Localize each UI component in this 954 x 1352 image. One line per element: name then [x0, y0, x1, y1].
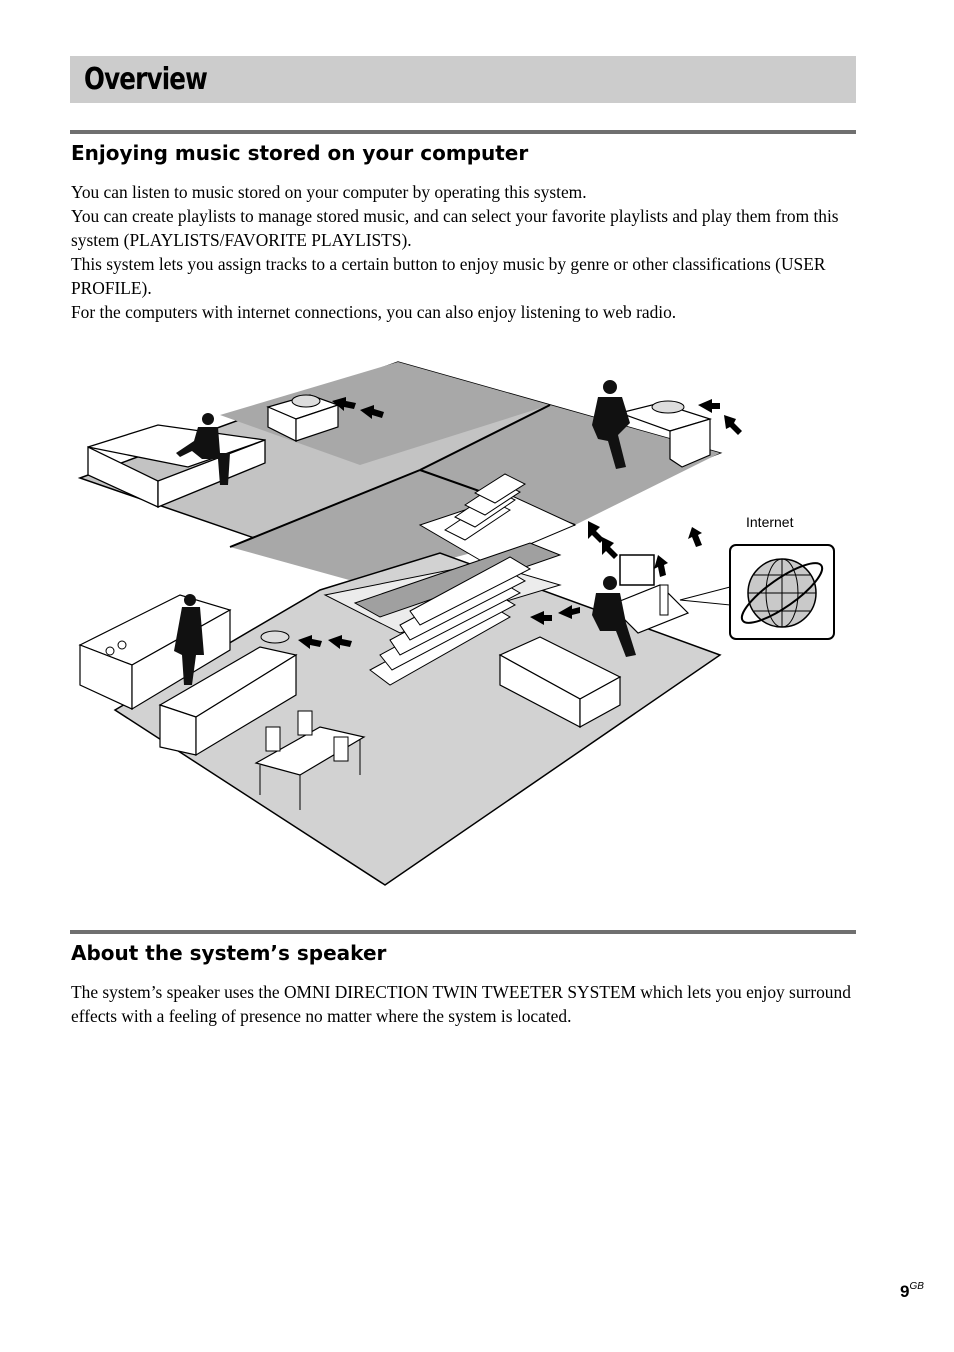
sound-arrows [298, 397, 742, 649]
paragraph: This system lets you assign tracks to a … [71, 254, 826, 298]
house-overview-illustration [77, 361, 835, 886]
section-rule [70, 130, 856, 134]
section-body-speaker: The system’s speaker uses the OMNI DIREC… [71, 980, 861, 1028]
page-number: 9GB [900, 1281, 924, 1302]
page-number-suffix: GB [909, 1281, 924, 1292]
counter-island [158, 630, 298, 757]
dining-table [254, 710, 366, 810]
upper-floor [77, 361, 723, 584]
computer-desk [608, 554, 690, 634]
staircase [369, 473, 532, 686]
page-title: Overview [84, 62, 208, 97]
paragraph: You can listen to music stored on your c… [71, 182, 587, 202]
paragraph: For the computers with internet connecti… [71, 302, 677, 322]
section-body-music: You can listen to music stored on your c… [71, 180, 861, 324]
sofa-lower [498, 636, 622, 729]
paragraph: The system’s speaker uses the OMNI DIREC… [71, 982, 851, 1026]
section-rule [70, 930, 856, 934]
section-heading-music: Enjoying music stored on your computer [71, 141, 529, 165]
section-heading-speaker: About the system’s speaker [71, 941, 387, 965]
desk-upper-right [617, 400, 713, 468]
person-seated-silhouette [176, 413, 230, 485]
paragraph: You can create playlists to manage store… [71, 206, 839, 250]
sofa-upper [87, 424, 266, 509]
page-number-value: 9 [900, 1282, 910, 1301]
person-desk-silhouette [592, 380, 630, 469]
internet-label: Internet [746, 514, 794, 530]
speaker-cabinet-upper-left [266, 394, 340, 442]
person-computer-silhouette [592, 576, 636, 657]
globe-icon [679, 544, 835, 640]
page-title-bar: Overview [70, 56, 856, 103]
person-kitchen-silhouette [174, 594, 204, 685]
